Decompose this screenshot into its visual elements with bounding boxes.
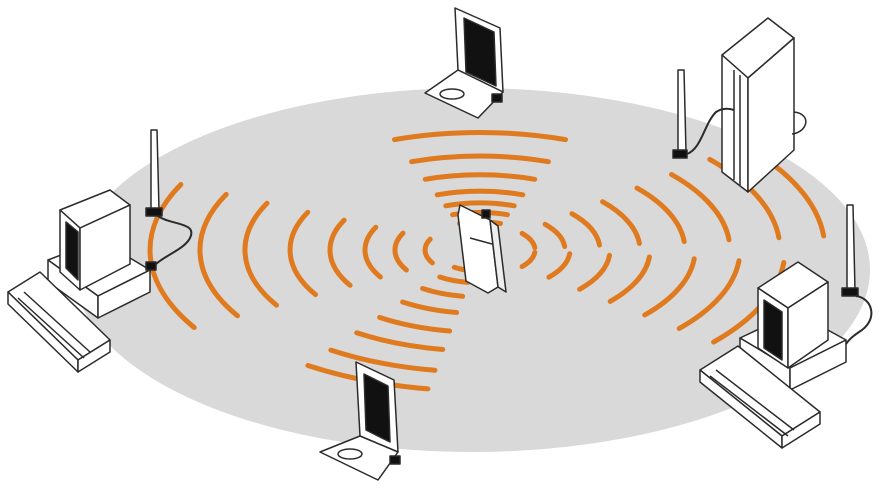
signal-arc-1-3: [446, 203, 514, 206]
